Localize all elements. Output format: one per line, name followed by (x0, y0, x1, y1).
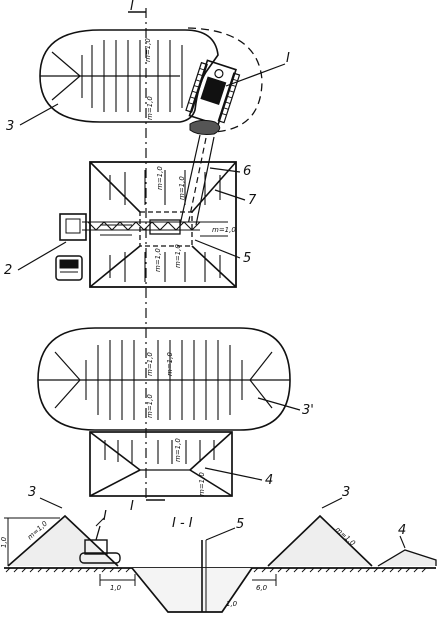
slope-m10: m=1,0 (146, 394, 154, 418)
stockpile-top (39, 29, 219, 123)
label-3-prime: 3' (302, 403, 314, 418)
leader-lines (17, 63, 301, 481)
crane-base (55, 213, 87, 281)
slope-m8: m=1,0 (146, 352, 154, 376)
slope-m1: m=1,0 (144, 38, 152, 62)
crane-boom (82, 219, 201, 235)
labels: I I 3 6 7 5 2 3' 4 I I - I 3 3 4 5 I m=1… (0, 0, 406, 608)
section-title: I - I (172, 516, 193, 531)
excavator-swing-arc (187, 27, 263, 133)
label-3: 3 (6, 119, 14, 134)
dim-1: 1,0 (110, 584, 122, 592)
label-5: 5 (243, 251, 251, 266)
stockpile-lower (37, 327, 291, 431)
label-2: 2 (4, 263, 12, 278)
slope-m6: m=1,0 (154, 248, 162, 272)
dim-height: 1,0 (0, 536, 8, 548)
excavator-plan (185, 59, 241, 126)
section-axis-line (128, 8, 165, 501)
section-label-5: 5 (236, 517, 244, 532)
section-label-3a: 3 (28, 485, 36, 500)
dim-3: 1,0 (226, 600, 238, 608)
label-excavator: I (286, 51, 290, 66)
slope-m5: m=1,0 (212, 226, 236, 234)
section-label-3b: 3 (342, 485, 350, 500)
label-4: 4 (265, 473, 273, 488)
slope-m3: m=1,0 (156, 166, 164, 190)
slope-m9: m=1,0 (166, 352, 174, 376)
cross-section (4, 497, 437, 613)
label-6: 6 (243, 164, 251, 179)
slope-m12: m=1,0 (198, 472, 206, 496)
dim-2: 6,0 (256, 584, 268, 592)
section-mark-bottom: I (130, 499, 134, 514)
section-mark-top: I (130, 0, 134, 14)
slope-m2: m=1,0 (146, 96, 154, 120)
label-7: 7 (248, 193, 257, 208)
section-label-4: 4 (398, 523, 406, 538)
slope-m4: m=1,0 (178, 176, 186, 200)
excavator-bucket-heap (189, 119, 221, 135)
slope-m11: m=1,0 (174, 438, 182, 462)
section-label-excavator: I (103, 509, 107, 524)
spoil-heap-plan (89, 431, 233, 497)
slope-m7: m=1,0 (174, 244, 182, 268)
